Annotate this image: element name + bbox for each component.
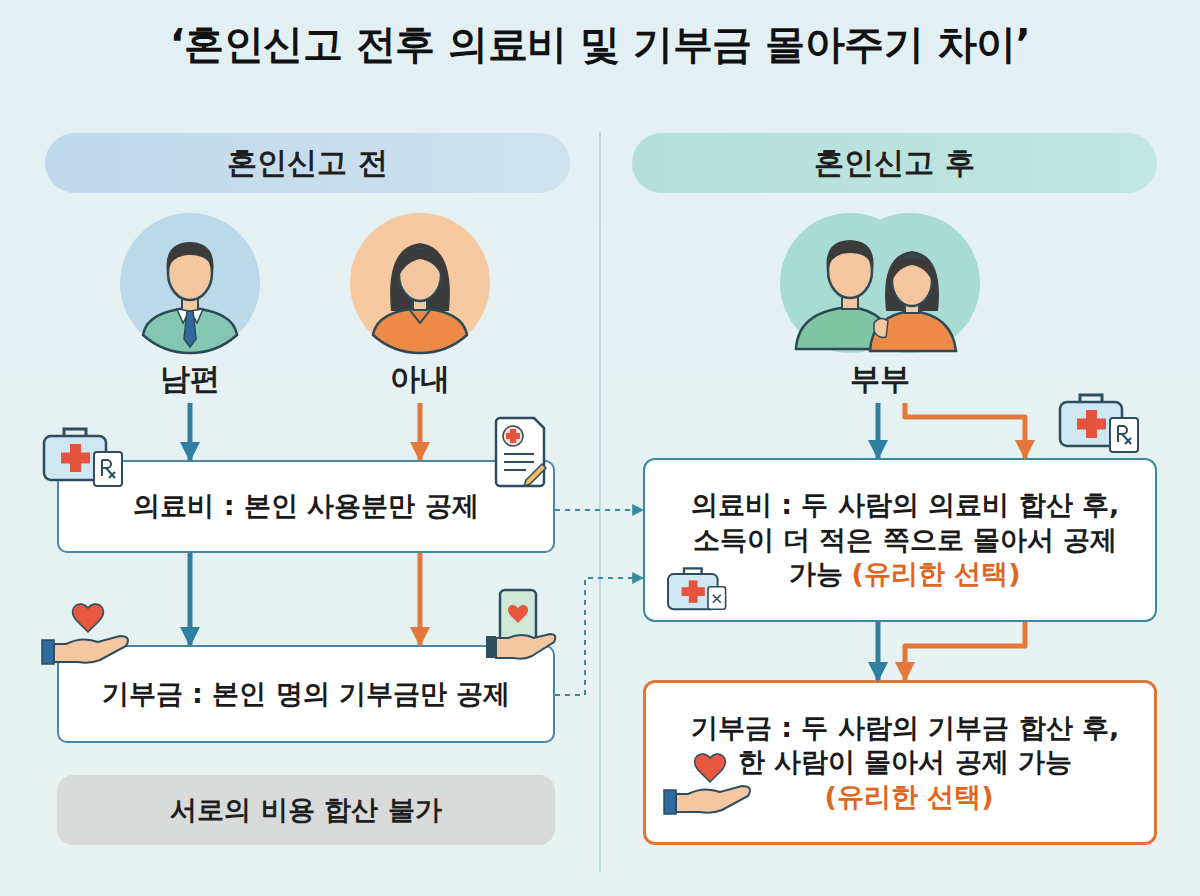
flow-arrow [876, 622, 881, 680]
box-text: 기부금 : 두 사람의 기부금 합산 후, 한 사람이 몰아서 공제 가능(유리… [690, 711, 1120, 815]
box-text: 혼인신고 전 [227, 143, 387, 184]
sleeve [42, 640, 54, 664]
avatar-label: 부부 [770, 361, 990, 397]
flow-arrow [876, 403, 881, 458]
illustration-part [398, 249, 442, 277]
avatar-illustration [345, 211, 495, 355]
avatar-illustration [115, 211, 265, 355]
rule-box: 기부금 : 두 사람의 기부금 합산 후, 한 사람이 몰아서 공제 가능(유리… [643, 680, 1157, 845]
illustration-part [390, 243, 450, 311]
avatar-illustration [770, 211, 990, 355]
illustration-part [166, 242, 213, 273]
person-avatar: 남편 [115, 211, 265, 403]
note-band: 서로의 비용 합산 불가 [57, 775, 555, 845]
box-text: 기부금 : 본인 명의 기부금만 공제 [102, 677, 511, 712]
heart [73, 604, 104, 632]
box-label: 혼인신고 전 [227, 145, 387, 180]
flow-arrow [905, 622, 1025, 680]
dotted-connector [555, 578, 643, 695]
avatar-label: 남편 [115, 361, 265, 397]
couple-avatar: 부부 [770, 211, 990, 403]
prescription-icon [1110, 418, 1138, 452]
rule-box: 의료비 : 두 사람의 의료비 합산 후, 소득이 더 적은 쪽으로 몰아서 공… [643, 458, 1157, 622]
rule-box: 의료비 : 본인 사용분만 공제 [57, 460, 555, 553]
highlight-label: (유리한 선택) [851, 557, 1020, 592]
illustration-part [350, 213, 490, 353]
kit-handle [64, 429, 86, 436]
flow-arrow [418, 553, 423, 645]
box-label: 혼인신고 후 [814, 145, 974, 180]
box-label: 기부금 : 두 사람의 기부금 합산 후, 한 사람이 몰아서 공제 가능 [691, 712, 1119, 778]
box-label: 의료비 : 본인 사용분만 공제 [133, 490, 478, 521]
illustration-part [870, 311, 956, 351]
illustration-part [891, 257, 933, 283]
illustration-part [373, 308, 467, 353]
illustration-part [885, 251, 939, 311]
illustration-part [826, 240, 873, 271]
box-label: 서로의 비용 합산 불가 [170, 794, 441, 825]
illustration-part [120, 213, 260, 353]
section-header: 혼인신고 후 [632, 133, 1157, 193]
medical-kit-icon [1060, 395, 1122, 446]
illustration-part [409, 309, 431, 323]
box-text: 서로의 비용 합산 불가 [170, 792, 441, 828]
highlight-label: (유리한 선택) [824, 780, 993, 815]
kit-cross [1086, 410, 1097, 438]
section-header: 혼인신고 전 [45, 133, 570, 193]
rule-box: 기부금 : 본인 명의 기부금만 공제 [57, 645, 555, 743]
kit-handle [1080, 395, 1102, 402]
flow-arrow [905, 403, 1025, 458]
dotted-connector [555, 509, 643, 511]
flow-arrow [188, 553, 193, 645]
flow-arrow [418, 403, 423, 460]
illustration-part [184, 311, 196, 347]
rx-mark [1118, 426, 1131, 444]
illustration-part [874, 318, 888, 337]
cross [510, 429, 516, 443]
diagram-title: ‘혼인신고 전후 의료비 및 기부금 몰아주기 차이’ [0, 12, 1200, 76]
cross-circle [503, 426, 523, 446]
box-label: 기부금 : 본인 명의 기부금만 공제 [102, 678, 511, 709]
phone [500, 590, 536, 648]
person-avatar: 아내 [345, 211, 495, 403]
heart [508, 605, 528, 623]
avatar-label: 아내 [345, 361, 495, 397]
box-text: 의료비 : 본인 사용분만 공제 [133, 489, 478, 524]
flow-arrow [188, 403, 193, 460]
cross [506, 433, 520, 439]
paper [1110, 418, 1138, 452]
kit-body [1060, 402, 1122, 446]
column-divider [599, 132, 601, 872]
kit-cross [1077, 419, 1106, 430]
illustration-part [143, 308, 237, 353]
box-text: 의료비 : 두 사람의 의료비 합산 후, 소득이 더 적은 쪽으로 몰아서 공… [689, 488, 1121, 592]
box-text: 혼인신고 후 [814, 143, 974, 184]
